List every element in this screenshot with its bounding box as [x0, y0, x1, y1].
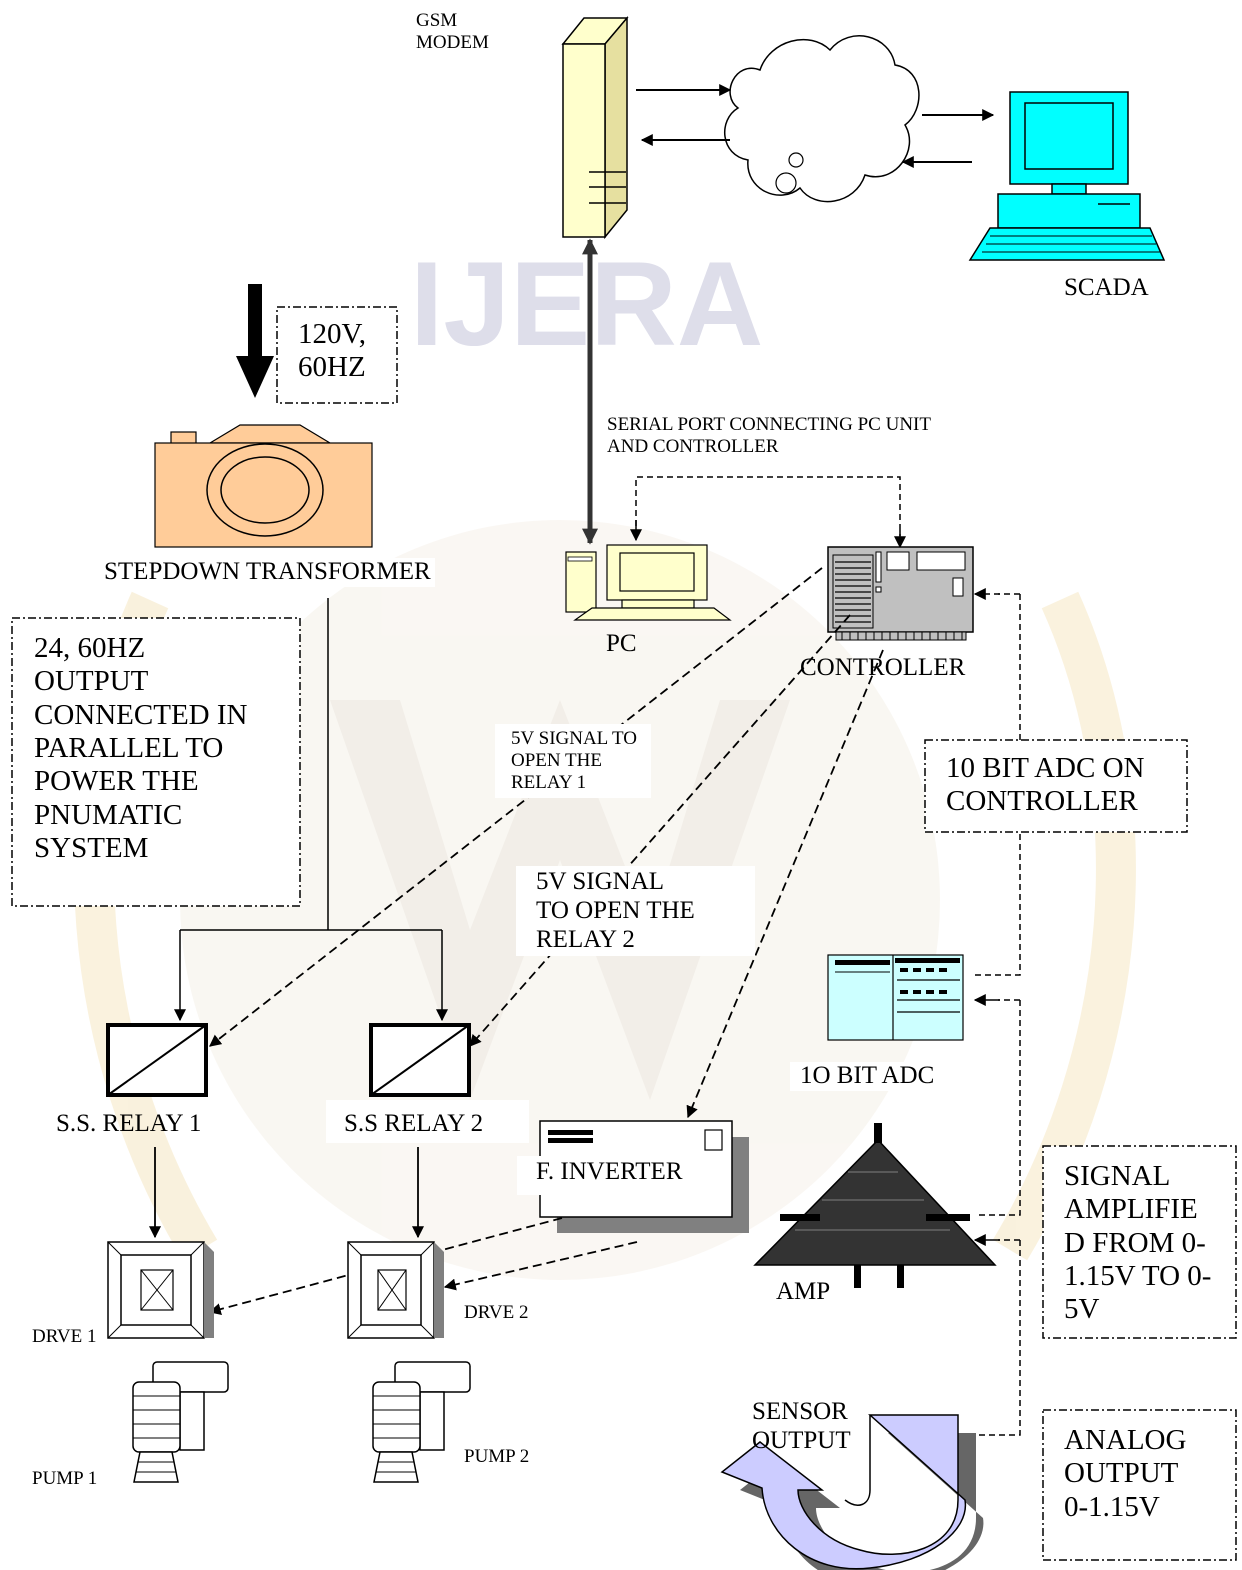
output-note-box [11, 617, 301, 907]
pump-icon [372, 1361, 471, 1483]
signal-to-relay1-line [209, 567, 823, 1047]
controller-board-icon [827, 546, 974, 641]
inverter-to-drive2-line [443, 1241, 638, 1291]
signal-to-relay2-line [469, 614, 851, 1047]
relay1-label: S.S. RELAY 1 [56, 1110, 202, 1137]
signal-to-inverter-line [686, 649, 884, 1119]
adc-icon [827, 954, 964, 1041]
pump1-label: PUMP 1 [32, 1468, 98, 1489]
pump-icon [132, 1361, 229, 1483]
pc-label: PC [606, 630, 637, 657]
supply-box [276, 306, 398, 404]
adc-on-controller-text: 10 BIT ADC ON CONTROLLER [946, 752, 1145, 818]
drive-icon [347, 1241, 444, 1339]
modem-tower-icon [561, 15, 629, 240]
supply-arrow [236, 284, 274, 398]
adc-label: 1O BIT ADC [790, 1062, 945, 1091]
serial-port-label: SERIAL PORT CONNECTING PC UNIT AND CONTR… [607, 414, 931, 458]
signal-relay2-label: 5V SIGNAL TO OPEN THE RELAY 2 [516, 866, 755, 957]
power-distribution-lines [180, 598, 442, 931]
sensor-output-label: SENSOR OUTPUT [752, 1398, 851, 1454]
transformer-label: STEPDOWN TRANSFORMER [100, 558, 435, 587]
inverter-label: F. INVERTER [517, 1156, 721, 1195]
drive2-label: DRVE 2 [448, 1300, 629, 1336]
pc-icon [565, 544, 732, 621]
scada-computer-icon [968, 91, 1166, 261]
watermark-text: IJERA [410, 237, 763, 371]
serial-dashed-bracket [635, 476, 901, 536]
pump2-label: PUMP 2 [464, 1446, 530, 1467]
drive-icon [107, 1241, 214, 1339]
signal-relay1-label: 5V SIGNAL TO OPEN THE RELAY 1 [495, 724, 651, 798]
supply-label: 120V, 60HZ [298, 318, 366, 384]
relay-icon [369, 1023, 471, 1097]
feedback-dashed-path [975, 594, 1021, 976]
analog-output-box [1042, 1409, 1237, 1561]
amplified-note-box [1042, 1145, 1237, 1339]
analog-output-text: ANALOG OUTPUT 0-1.15V [1064, 1424, 1187, 1523]
sensor-arrow-icon [720, 1414, 984, 1570]
amp-label: AMP [762, 1278, 845, 1307]
adc-on-controller-box [924, 739, 1188, 833]
transformer-icon [154, 424, 373, 548]
relay2-label: S.S RELAY 2 [326, 1100, 530, 1143]
cloud-icon [724, 35, 920, 203]
gsm-modem-label: GSM MODEM [416, 10, 489, 53]
controller-label: CONTROLLER [800, 654, 966, 681]
drive1-label: DRVE 1 [32, 1326, 97, 1347]
scada-label: SCADA [1064, 274, 1149, 301]
relay-icon [106, 1023, 208, 1097]
amplified-note-text: SIGNAL AMPLIFIE D FROM 0- 1.15V TO 0- 5V [1064, 1160, 1212, 1326]
amplifier-icon [753, 1123, 997, 1288]
output-note-text: 24, 60HZ OUTPUT CONNECTED IN PARALLEL TO… [34, 632, 248, 865]
